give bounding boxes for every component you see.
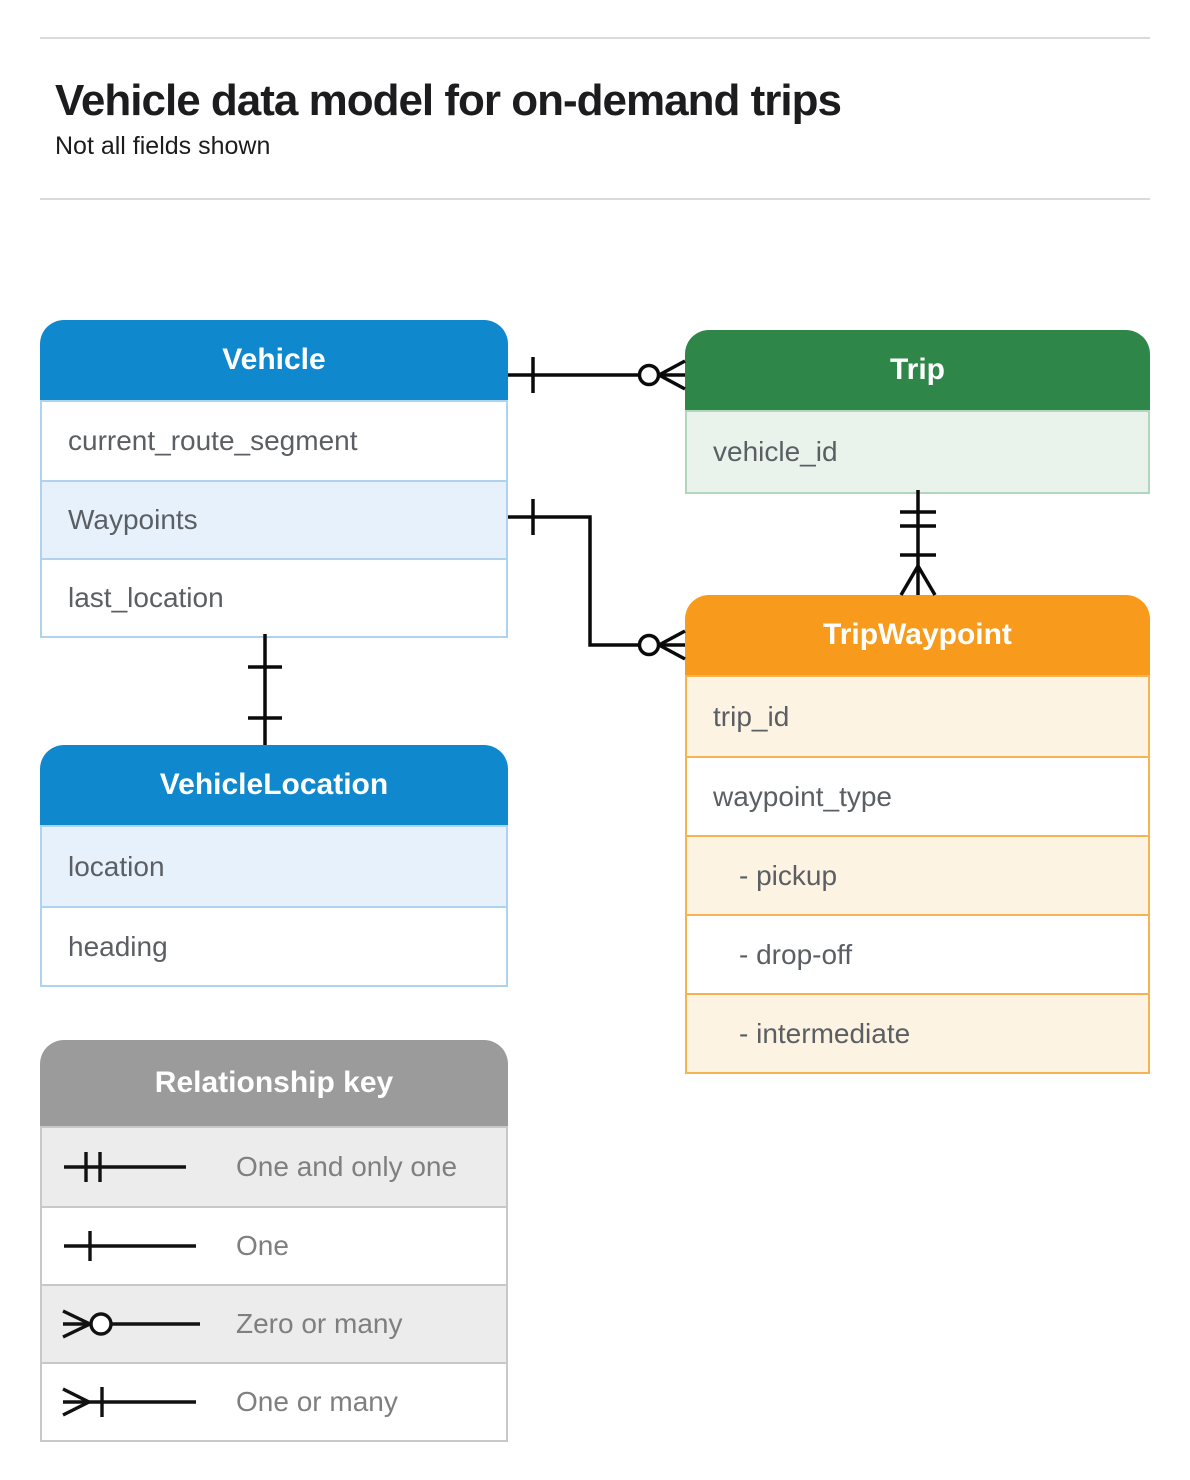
header-divider [40,198,1150,200]
entity-table-trip: Trip vehicle_id [685,330,1150,494]
field-row: heading [42,906,506,985]
legend-row: One or many [42,1362,506,1440]
field-row: - intermediate [687,993,1148,1072]
connector-vehicle-trip [508,357,686,393]
page-title: Vehicle data model for on-demand trips [55,76,842,125]
legend-row: One and only one [42,1128,506,1206]
entity-header-trip-waypoint: TripWaypoint [685,595,1150,675]
entity-body-vehicle-location: location heading [40,825,508,987]
entity-table-vehicle: Vehicle current_route_segment Waypoints … [40,320,508,638]
one-symbol-icon [42,1224,220,1268]
legend-label: One and only one [236,1151,458,1182]
field-row: - drop-off [687,914,1148,993]
field-row: vehicle_id [687,412,1148,492]
field-row: - pickup [687,835,1148,914]
entity-body-vehicle: current_route_segment Waypoints last_loc… [40,400,508,638]
relationship-key-body: One and only one One Zer [40,1126,508,1442]
legend-row: Zero or many [42,1284,506,1362]
entity-body-trip: vehicle_id [685,410,1150,494]
top-divider [40,37,1150,39]
connector-trip-trip-waypoint [899,490,937,596]
page-subtitle: Not all fields shown [55,132,271,160]
entity-header-trip: Trip [685,330,1150,410]
connector-vehicle-vehicle-location [248,634,282,745]
entity-header-vehicle: Vehicle [40,320,508,400]
legend-label: Zero or many [236,1308,403,1339]
relationship-key-table: Relationship key One and only one One [40,1040,508,1442]
field-row: current_route_segment [42,402,506,480]
entity-table-vehicle-location: VehicleLocation location heading [40,745,508,987]
field-row: trip_id [687,677,1148,756]
entity-body-trip-waypoint: trip_id waypoint_type - pickup - drop-of… [685,675,1150,1074]
field-row: location [42,827,506,906]
field-row: Waypoints [42,480,506,558]
connector-waypoints-trip-waypoint [508,499,686,661]
legend-label: One or many [236,1386,398,1417]
zero-or-many-symbol-icon [42,1302,220,1346]
one-or-many-symbol-icon [42,1380,220,1424]
field-row: last_location [42,558,506,636]
relationship-key-header: Relationship key [40,1040,508,1126]
field-row: waypoint_type [687,756,1148,835]
entity-table-trip-waypoint: TripWaypoint trip_id waypoint_type - pic… [685,595,1150,1074]
one-and-only-one-symbol-icon [42,1145,220,1189]
legend-row: One [42,1206,506,1284]
legend-label: One [236,1230,289,1261]
entity-header-vehicle-location: VehicleLocation [40,745,508,825]
